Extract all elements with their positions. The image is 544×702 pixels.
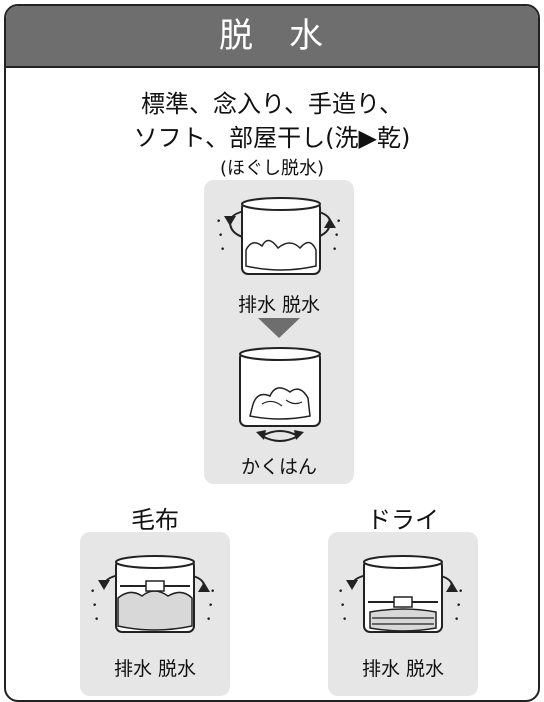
svg-text:•: • [458, 587, 463, 597]
spin-tub-illustration: • • • • • • [216, 197, 341, 275]
svg-text:•: • [338, 587, 343, 597]
svg-text:•: • [94, 615, 99, 625]
step1-label: 排水 脱水 [237, 294, 321, 316]
course-list-line1: 標準、念入り、手造り、 [140, 90, 404, 118]
title-part1: 脱 [219, 16, 255, 56]
svg-text:•: • [456, 601, 461, 611]
dry-tub-illustration: • • • • • • [338, 555, 463, 633]
agitate-tub-illustration [239, 347, 321, 442]
page-title: 脱水 [6, 6, 538, 68]
svg-text:•: • [340, 601, 345, 611]
svg-text:•: • [206, 615, 211, 625]
step2-label: かくはん [240, 456, 317, 478]
svg-text:•: • [454, 615, 459, 625]
blanket-tub-illustration: • • • • • • [90, 555, 215, 633]
diagram-frame: 脱水 標準、念入り、手造り、 ソフト、部屋干し(洗▶乾) (ほぐし脱水) • •… [4, 4, 540, 702]
svg-text:•: • [90, 587, 95, 597]
blanket-title: 毛布 [131, 506, 179, 534]
blanket-label: 排水 脱水 [113, 658, 197, 680]
course-list-line3: (ほぐし脱水) [219, 158, 325, 179]
course-list-line2: ソフト、部屋干し(洗▶乾) [133, 124, 411, 152]
svg-text:•: • [332, 245, 337, 255]
svg-text:•: • [336, 217, 341, 227]
svg-text:•: • [216, 217, 221, 227]
svg-text:•: • [218, 231, 223, 241]
dry-label: 排水 脱水 [361, 658, 445, 680]
svg-text:•: • [92, 601, 97, 611]
svg-text:•: • [208, 601, 213, 611]
svg-text:•: • [342, 615, 347, 625]
svg-text:•: • [334, 231, 339, 241]
title-part2: 水 [289, 16, 325, 56]
dry-title: ドライ [367, 506, 439, 534]
svg-text:•: • [210, 587, 215, 597]
down-arrow-icon [258, 318, 300, 338]
svg-text:•: • [220, 245, 225, 255]
